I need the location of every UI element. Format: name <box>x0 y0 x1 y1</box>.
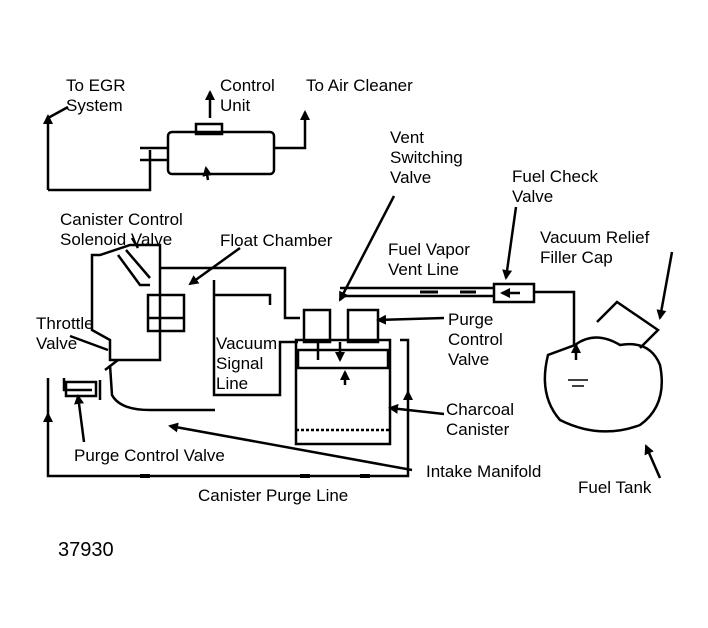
label-vacuum-relief-filler-cap: Vacuum Relief Filler Cap <box>540 228 650 267</box>
label-float-chamber: Float Chamber <box>220 231 333 250</box>
label-vacuum-signal-line: Vacuum Signal Line <box>216 334 278 393</box>
carburetor-body <box>90 243 162 362</box>
label-fuel-tank: Fuel Tank <box>578 478 652 497</box>
charcoal-canister <box>294 338 392 446</box>
label-purge-control-valve-right: Purge Control Valve <box>448 310 503 369</box>
fuel-tank <box>543 336 664 433</box>
figure-number: 37930 <box>58 539 114 561</box>
air-cleaner-line <box>275 122 307 150</box>
label-vent-switching-valve: Vent Switching Valve <box>390 128 463 187</box>
solenoid-valve-body <box>166 130 276 176</box>
label-fuel-vapor-vent-line: Fuel Vapor Vent Line <box>388 240 470 279</box>
label-charcoal-canister: Charcoal Canister <box>446 400 515 439</box>
label-canister-control-solenoid-valve: Canister Control Solenoid Valve <box>60 210 183 249</box>
egr-line <box>46 120 152 192</box>
label-purge-control-valve-left: Purge Control Valve <box>74 446 225 465</box>
label-to-air-cleaner: To Air Cleaner <box>306 76 413 95</box>
label-fuel-check-valve: Fuel Check Valve <box>512 167 598 206</box>
label-throttle-valve: Throttle Valve <box>36 314 94 353</box>
label-intake-manifold: Intake Manifold <box>426 462 542 481</box>
vacuum-signal-line <box>160 266 300 320</box>
throttle-bore <box>108 364 215 412</box>
float-chamber-bowl <box>146 293 186 333</box>
label-to-egr-system: To EGR System <box>66 76 126 115</box>
fuel-vapor-vent-line <box>340 286 494 298</box>
label-control-unit: Control Unit <box>220 76 275 115</box>
canister-purge-line <box>46 378 410 478</box>
label-canister-purge-line: Canister Purge Line <box>198 486 349 505</box>
